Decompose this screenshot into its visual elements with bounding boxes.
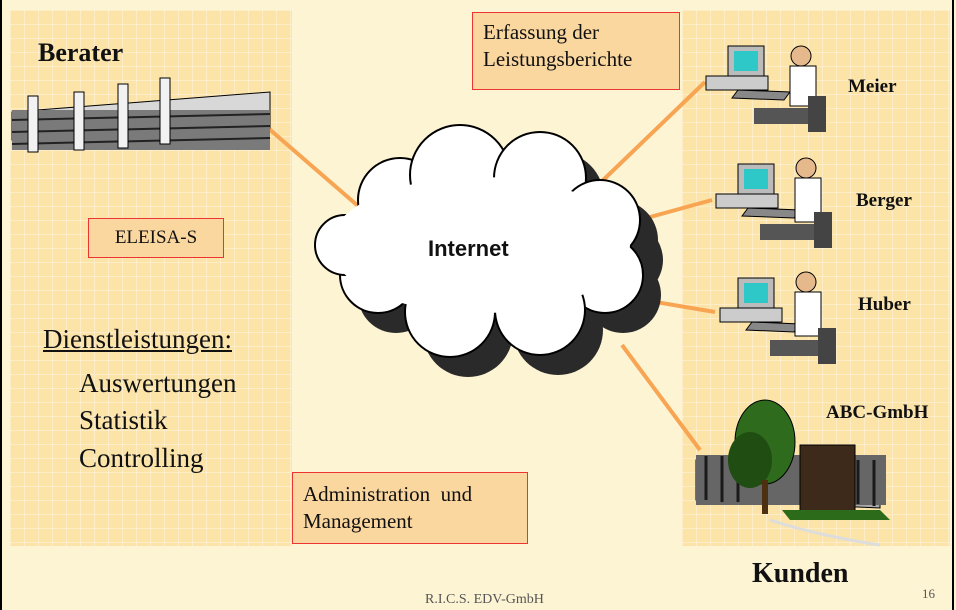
connector-consultant [266, 126, 367, 214]
user-label-berger: Berger [856, 190, 912, 211]
company-label: ABC-GmbH [826, 402, 929, 423]
capture-reports-line1: Erfassung der [483, 20, 600, 44]
service-item: Controlling [79, 443, 204, 473]
internet-label: Internet [428, 236, 509, 261]
services-heading: Dienstleistungen: [43, 324, 232, 354]
connector-company [620, 343, 702, 452]
service-item: Statistik [79, 405, 168, 435]
consultant-panel [10, 10, 292, 546]
page-number: 16 [922, 586, 935, 601]
user-workstation-icon-huber [719, 271, 836, 364]
user-label-huber: Huber [858, 294, 911, 315]
admin-management-note: Administration und Management [292, 472, 528, 544]
admin-management-line1: Administration und [303, 482, 473, 506]
connector-meier [596, 80, 707, 187]
user-label-meier: Meier [848, 76, 897, 97]
system-label: ELEISA-S [88, 218, 224, 258]
consultant-title: Berater [38, 38, 124, 67]
customers-title: Kunden [752, 558, 849, 589]
service-item: Auswertungen [79, 368, 237, 398]
capture-reports-line2: Leistungsberichte [483, 47, 633, 71]
user-workstation-icon-berger [715, 157, 832, 248]
user-workstation-icon-meier [705, 45, 826, 132]
footer-company: R.I.C.S. EDV-GmbH [425, 592, 544, 607]
capture-reports-note: Erfassung der Leistungsberichte [472, 12, 680, 90]
admin-management-line2: Management [303, 509, 413, 533]
